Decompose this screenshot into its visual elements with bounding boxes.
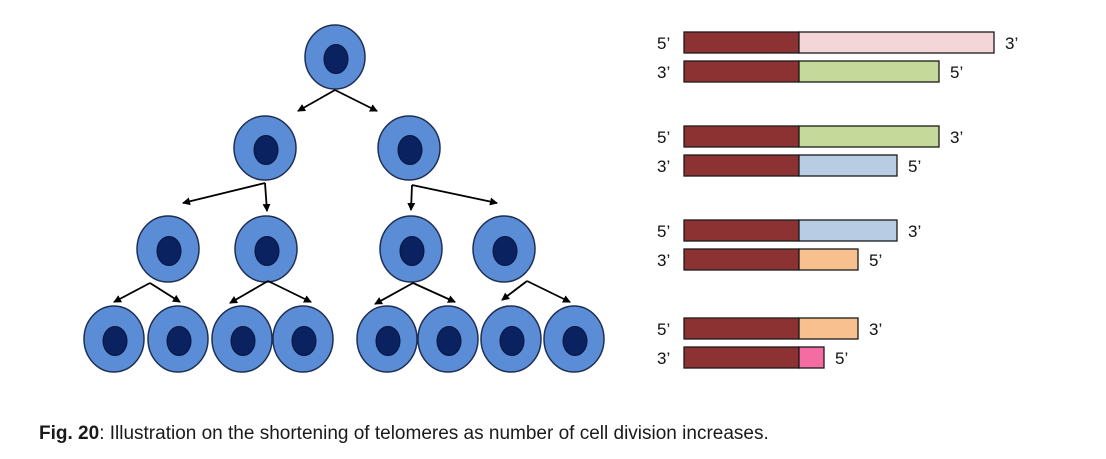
cell-nucleus bbox=[253, 135, 279, 165]
division-arrow bbox=[374, 282, 414, 305]
cell-division-tree bbox=[83, 24, 605, 373]
strand-pair-2: 5’ 3’ 3’ 5’ bbox=[657, 219, 921, 271]
division-arrow bbox=[334, 89, 378, 112]
strand-right-label: 5’ bbox=[908, 157, 921, 176]
cell-nucleus bbox=[492, 236, 518, 266]
cell-nucleus bbox=[499, 326, 525, 356]
strand-right-label: 5’ bbox=[950, 63, 963, 82]
strand-right-label: 3’ bbox=[908, 222, 921, 241]
chromosome-core bbox=[683, 154, 800, 177]
telomere-segment bbox=[798, 154, 898, 177]
chromosome-core bbox=[683, 125, 800, 148]
strand-left-label: 5’ bbox=[657, 128, 670, 147]
cell-nucleus bbox=[254, 236, 280, 266]
cell-gen3-0 bbox=[83, 305, 145, 373]
cell-nucleus bbox=[230, 326, 256, 356]
strand-right-label: 5’ bbox=[869, 251, 882, 270]
strand-left-label: 3’ bbox=[657, 63, 670, 82]
telomere-segment bbox=[798, 31, 995, 54]
strand-bottom: 3’ 5’ bbox=[657, 154, 921, 177]
telomere-strand-diagram: 5’ 3’ 3’ 5’ 5’ 3’ 3’ 5’ 5’ 3’ 3’ 5’ 5’ 3’ 3’ 5’ bbox=[657, 31, 1018, 369]
caption-label: Fig. 20 bbox=[39, 423, 100, 444]
cell-nucleus bbox=[562, 326, 588, 356]
strand-bottom: 3’ 5’ bbox=[657, 248, 882, 271]
division-arrow bbox=[182, 182, 266, 206]
cell-gen3-2 bbox=[211, 305, 273, 373]
strand-pair-3: 5’ 3’ 3’ 5’ bbox=[657, 317, 882, 369]
division-arrow bbox=[113, 282, 151, 303]
strand-pair-1: 5’ 3’ 3’ 5’ bbox=[657, 125, 963, 177]
cell-gen2-2 bbox=[379, 215, 443, 283]
cell-gen3-3 bbox=[272, 305, 334, 373]
division-arrow bbox=[411, 184, 498, 206]
cell-gen1-0 bbox=[233, 115, 297, 181]
telomere-segment bbox=[798, 317, 859, 340]
cell-nucleus bbox=[291, 326, 317, 356]
telomere-segment bbox=[798, 60, 940, 83]
telomere-segment bbox=[798, 346, 825, 369]
cell-nucleus bbox=[399, 236, 425, 266]
cell-gen3-6 bbox=[480, 305, 542, 373]
cell-gen1-1 bbox=[377, 115, 441, 181]
chromosome-core bbox=[683, 248, 800, 271]
strand-top: 5’ 3’ bbox=[657, 125, 963, 148]
strand-left-label: 3’ bbox=[657, 349, 670, 368]
strand-left-label: 3’ bbox=[657, 251, 670, 270]
cell-gen3-7 bbox=[543, 305, 605, 373]
strand-right-label: 5’ bbox=[835, 349, 848, 368]
cell-gen3-1 bbox=[147, 305, 209, 373]
cell-nucleus bbox=[102, 326, 128, 356]
telomere-segment bbox=[798, 219, 898, 242]
strand-right-label: 3’ bbox=[1005, 34, 1018, 53]
cell-nucleus bbox=[156, 236, 182, 266]
strand-pair-0: 5’ 3’ 3’ 5’ bbox=[657, 31, 1018, 83]
cell-nucleus bbox=[436, 326, 462, 356]
telomere-segment bbox=[798, 125, 940, 148]
strand-bottom: 3’ 5’ bbox=[657, 60, 963, 83]
cell-gen2-3 bbox=[472, 215, 536, 283]
telomere-segment bbox=[798, 248, 859, 271]
cell-nucleus bbox=[397, 135, 423, 165]
figure-caption: Fig. 20: Illustration on the shortening … bbox=[39, 423, 769, 445]
strand-top: 5’ 3’ bbox=[657, 317, 882, 340]
strand-top: 5’ 3’ bbox=[657, 219, 921, 242]
cell-gen3-5 bbox=[417, 305, 479, 373]
strand-left-label: 5’ bbox=[657, 34, 670, 53]
strand-right-label: 3’ bbox=[950, 128, 963, 147]
division-arrow bbox=[262, 182, 271, 212]
division-arrow bbox=[297, 89, 336, 112]
division-arrow bbox=[526, 280, 571, 303]
chromosome-core bbox=[683, 219, 800, 242]
division-arrow bbox=[501, 280, 528, 301]
strand-left-label: 5’ bbox=[657, 222, 670, 241]
caption-text: : Illustration on the shortening of telo… bbox=[99, 423, 769, 444]
cell-gen2-1 bbox=[234, 215, 298, 283]
division-arrow bbox=[407, 184, 416, 211]
division-arrow bbox=[229, 280, 269, 304]
division-arrow bbox=[149, 282, 181, 303]
cell-gen0-0 bbox=[304, 24, 366, 90]
strand-left-label: 3’ bbox=[657, 157, 670, 176]
cell-nucleus bbox=[323, 44, 349, 74]
chromosome-core bbox=[683, 346, 800, 369]
cell-gen2-0 bbox=[136, 215, 200, 283]
chromosome-core bbox=[683, 60, 800, 83]
strand-right-label: 3’ bbox=[869, 320, 882, 339]
chromosome-core bbox=[683, 31, 800, 54]
division-arrow bbox=[412, 282, 456, 303]
strand-left-label: 5’ bbox=[657, 320, 670, 339]
cell-nucleus bbox=[166, 326, 192, 356]
strand-top: 5’ 3’ bbox=[657, 31, 1018, 54]
strand-bottom: 3’ 5’ bbox=[657, 346, 848, 369]
chromosome-core bbox=[683, 317, 800, 340]
division-arrow bbox=[267, 280, 312, 303]
cell-gen3-4 bbox=[356, 305, 418, 373]
cell-nucleus bbox=[375, 326, 401, 356]
